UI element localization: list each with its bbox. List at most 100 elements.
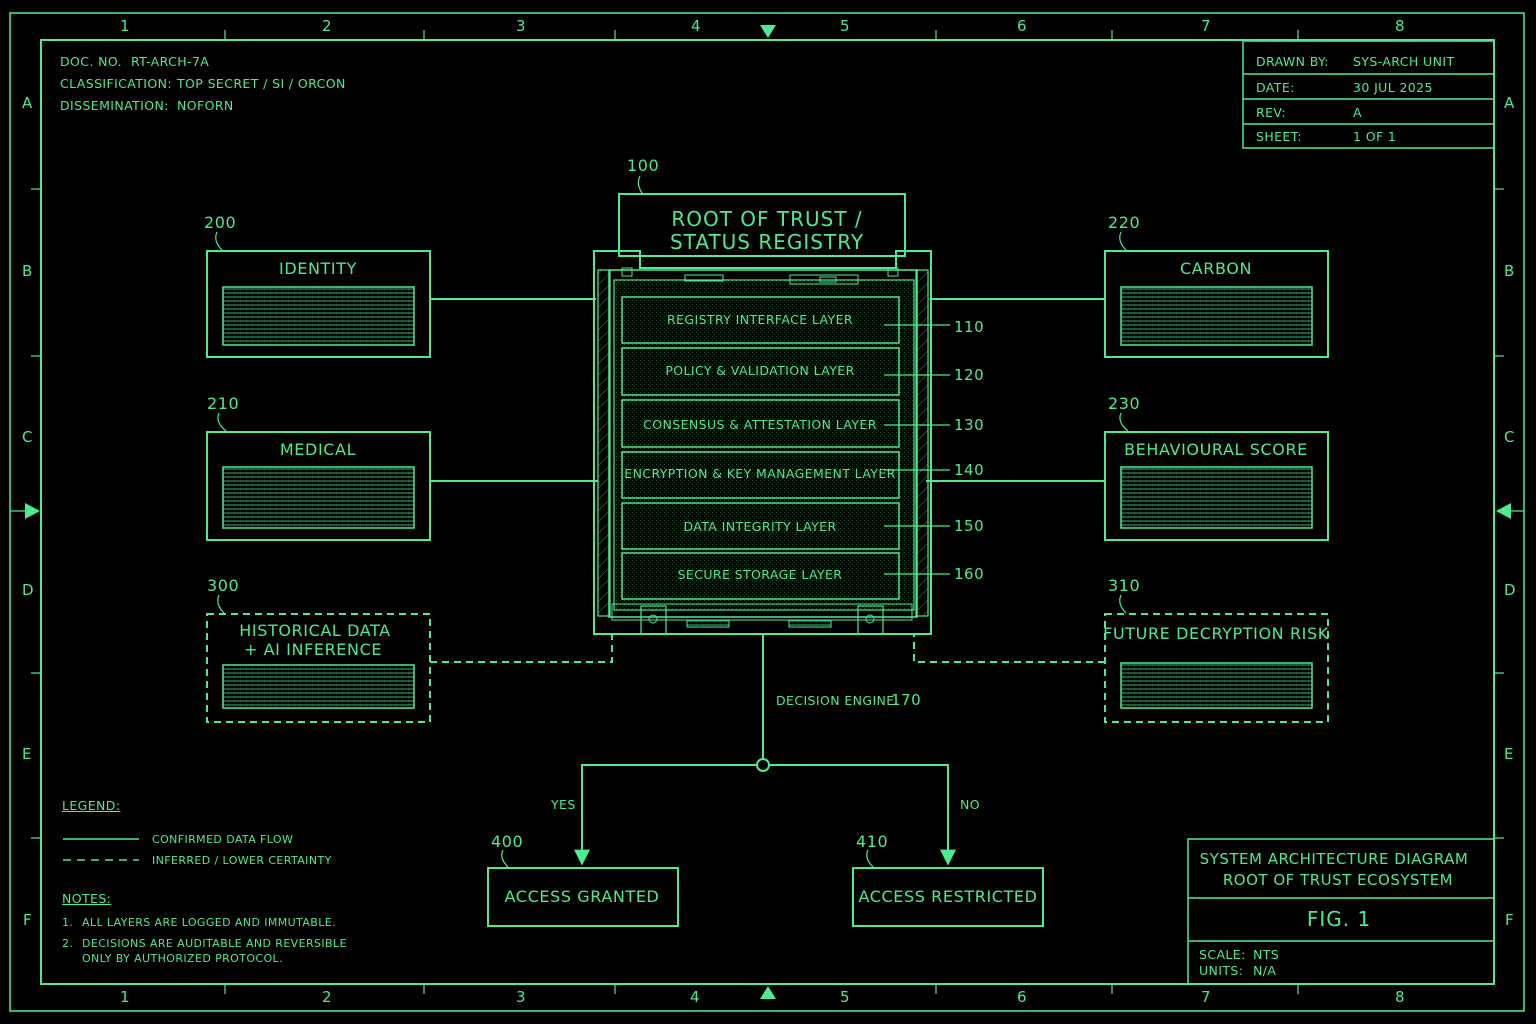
carbon-label: CARBON xyxy=(1179,259,1253,278)
grid-row-d-right: D xyxy=(1504,581,1517,599)
notes-title: NOTES: xyxy=(62,891,112,906)
registry-ref: 100 xyxy=(627,156,660,175)
layer-140 xyxy=(621,451,900,499)
classification-value: TOP SECRET / SI / ORCON xyxy=(177,76,346,91)
grid-row-e-right: E xyxy=(1504,745,1514,763)
grid-col-2-top: 2 xyxy=(322,17,333,35)
outer-frame xyxy=(9,12,1525,1012)
drawn-by-label: DRAWN BY: xyxy=(1256,54,1330,69)
sheet-label: SHEET: xyxy=(1256,129,1303,144)
legend-confirmed: CONFIRMED DATA FLOW xyxy=(152,833,294,846)
layer-label-160: SECURE STORAGE LAYER xyxy=(677,567,843,582)
grid-col-1-top: 1 xyxy=(120,17,131,35)
center-mark-top xyxy=(760,25,776,38)
access-restricted-box xyxy=(852,867,1044,927)
units-value: N/A xyxy=(1253,963,1277,978)
grid-col-5-top: 5 xyxy=(840,17,851,35)
historical-label-line2: + AI INFERENCE xyxy=(243,640,383,659)
grid-row-e-left: E xyxy=(22,745,32,763)
layer-110 xyxy=(621,296,900,344)
identity-ref: 200 xyxy=(204,213,237,232)
layer-130 xyxy=(621,399,900,448)
note-2-line1: DECISIONS ARE AUDITABLE AND REVERSIBLE xyxy=(82,937,347,950)
center-mark-right xyxy=(1496,503,1511,519)
date-label: DATE: xyxy=(1256,80,1295,95)
note-1-num: 1. xyxy=(62,916,74,929)
grid-col-4-top: 4 xyxy=(691,17,702,35)
figure-title-line1: SYSTEM ARCHITECTURE DIAGRAM xyxy=(1199,850,1469,868)
decision-engine-label: DECISION ENGINE xyxy=(776,693,895,708)
classification-label: CLASSIFICATION: xyxy=(60,76,172,91)
layer-ref-120: 120 xyxy=(954,366,985,384)
layer-120 xyxy=(621,347,900,396)
future-ref: 310 xyxy=(1108,576,1141,595)
decision-engine-ref: 170 xyxy=(891,691,922,709)
grid-col-5-bottom: 5 xyxy=(840,988,851,1006)
legend-title: LEGEND: xyxy=(62,798,121,813)
grid-row-b-left: B xyxy=(22,262,33,280)
behavioural-box xyxy=(1104,431,1329,541)
rev-value: A xyxy=(1353,105,1362,120)
dissemination-label: DISSEMINATION: xyxy=(60,98,169,113)
note-2-num: 2. xyxy=(62,937,74,950)
grid-col-3-top: 3 xyxy=(516,17,527,35)
layer-160 xyxy=(621,552,900,600)
grid-col-4-bottom: 4 xyxy=(690,988,701,1006)
historical-ref: 300 xyxy=(207,576,240,595)
doc-no-value: RT-ARCH-7A xyxy=(131,54,210,69)
layer-label-130: CONSENSUS & ATTESTATION LAYER xyxy=(643,417,877,432)
grid-row-c-left: C xyxy=(22,428,33,446)
doc-no-label: DOC. NO. xyxy=(60,54,122,69)
date-value: 30 JUL 2025 xyxy=(1353,80,1433,95)
layer-ref-130: 130 xyxy=(954,416,985,434)
grid-col-7-bottom: 7 xyxy=(1201,988,1212,1006)
center-mark-bottom xyxy=(760,986,776,999)
grid-row-b-right: B xyxy=(1504,262,1515,280)
registry-housing xyxy=(593,250,932,635)
medical-ref: 210 xyxy=(207,394,240,413)
grid-col-6-top: 6 xyxy=(1017,17,1028,35)
grid-col-1-bottom: 1 xyxy=(120,988,131,1006)
grid-row-d-left: D xyxy=(22,581,35,599)
registry-title-box xyxy=(618,193,906,257)
grid-row-a-left: A xyxy=(22,94,33,112)
grid-col-2-bottom: 2 xyxy=(322,988,333,1006)
grid-row-a-right: A xyxy=(1504,94,1515,112)
registry-title-line2: STATUS REGISTRY xyxy=(669,230,865,254)
dissemination-value: NOFORN xyxy=(177,98,234,113)
no-label: NO xyxy=(960,797,980,812)
grid-col-8-top: 8 xyxy=(1395,17,1406,35)
access-restricted-label: ACCESS RESTRICTED xyxy=(858,887,1038,906)
historical-box xyxy=(206,613,431,723)
layer-ref-140: 140 xyxy=(954,461,985,479)
yes-label: YES xyxy=(551,797,576,812)
carbon-box xyxy=(1104,250,1329,358)
access-restricted-ref: 410 xyxy=(856,832,889,851)
sheet-value: 1 OF 1 xyxy=(1353,129,1397,144)
grid-col-7-top: 7 xyxy=(1201,17,1212,35)
grid-row-f-left: F xyxy=(23,911,33,929)
legend-inferred: INFERRED / LOWER CERTAINTY xyxy=(152,854,332,867)
center-mark-left xyxy=(25,503,40,519)
rev-label: REV: xyxy=(1256,105,1286,120)
grid-col-8-bottom: 8 xyxy=(1395,988,1406,1006)
access-granted-label: ACCESS GRANTED xyxy=(504,887,660,906)
future-label: FUTURE DECRYPTION RISK xyxy=(1103,624,1329,643)
layer-ref-150: 150 xyxy=(954,517,985,535)
historical-label-line1: HISTORICAL DATA xyxy=(239,621,391,640)
decision-node xyxy=(756,758,770,772)
layer-ref-160: 160 xyxy=(954,565,985,583)
drawn-by-value: SYS-ARCH UNIT xyxy=(1353,54,1455,69)
figure-title-line2: ROOT OF TRUST ECOSYSTEM xyxy=(1222,871,1454,889)
grid-col-6-bottom: 6 xyxy=(1017,988,1028,1006)
identity-label: IDENTITY xyxy=(279,259,357,278)
drawing-border xyxy=(40,39,1495,985)
layer-label-120: POLICY & VALIDATION LAYER xyxy=(665,363,855,378)
note-1-line1: ALL LAYERS ARE LOGGED AND IMMUTABLE. xyxy=(82,916,337,929)
carbon-ref: 220 xyxy=(1108,213,1141,232)
identity-box xyxy=(206,250,431,358)
layer-label-140: ENCRYPTION & KEY MANAGEMENT LAYER xyxy=(624,466,896,481)
note-2-line2: ONLY BY AUTHORIZED PROTOCOL. xyxy=(82,952,283,965)
medical-label: MEDICAL xyxy=(279,440,357,459)
